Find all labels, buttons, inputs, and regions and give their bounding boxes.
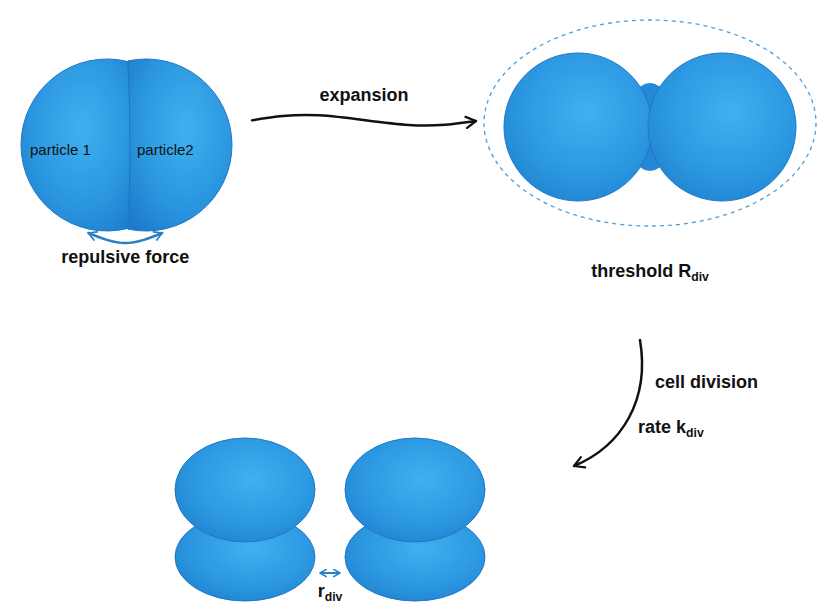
region-heading: threshold Rdiv — [591, 261, 709, 283]
distance-arrow — [320, 572, 340, 574]
main-text: threshold R — [591, 261, 691, 281]
label-holder: rate kdiv — [638, 417, 704, 439]
rate-label: rate kdiv — [638, 417, 704, 439]
force-arrow — [88, 233, 162, 243]
particle-label: particle 1 — [30, 141, 138, 159]
particle-lobe: particle 1 — [20, 57, 138, 233]
subscript: div — [686, 426, 704, 440]
edge-label: repulsive force — [61, 247, 189, 269]
expansion-arrow — [252, 115, 476, 126]
threshold-region: threshold Rdiv — [482, 18, 818, 287]
threshold-region-outline — [482, 18, 818, 287]
edge-label-holder: repulsive force — [61, 247, 189, 269]
edge-label-holder: expansion — [319, 85, 408, 107]
label-holder: cell division — [655, 372, 758, 394]
subscript: div — [325, 590, 343, 604]
daughter-cell — [345, 438, 485, 601]
expanded-particle — [504, 53, 652, 201]
threshold-outline — [484, 20, 816, 226]
daughter-cell — [175, 438, 315, 601]
process-label: cell division — [655, 372, 758, 394]
main-text: rate k — [638, 417, 686, 437]
edge-label: expansion — [319, 85, 408, 107]
division-arrow — [574, 340, 642, 466]
expanded-particle — [648, 53, 796, 201]
subscript: div — [691, 270, 709, 284]
main-text: r — [318, 581, 325, 601]
label-holder: rdiv — [318, 581, 343, 603]
particle-label: particle2 — [137, 141, 242, 159]
distance-label: rdiv — [318, 581, 343, 603]
particle-lobe: particle2 — [128, 57, 242, 233]
